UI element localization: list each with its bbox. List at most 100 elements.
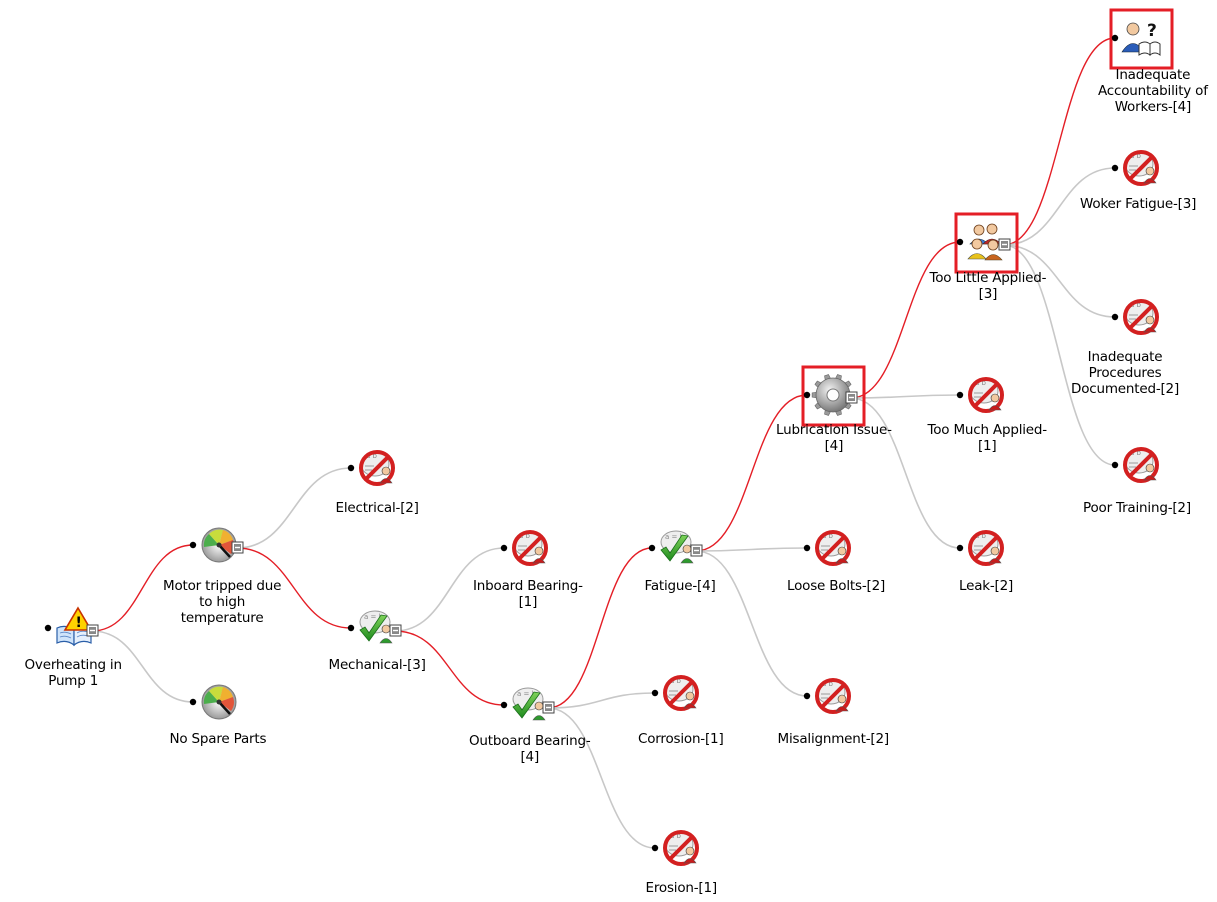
node-label-inboard[interactable]: Inboard Bearing- [1]: [473, 578, 583, 610]
connector-lubrication-leak: [850, 397, 961, 549]
collapse-toggle-icon[interactable]: [86, 624, 99, 637]
node-procedures[interactable]: a b: [1111, 299, 1159, 335]
connector-fatigue-misalign: [695, 550, 808, 697]
collapse-toggle-icon[interactable]: [542, 701, 555, 714]
connector-dot: [803, 692, 811, 700]
selection-box: [1109, 8, 1174, 70]
svg-text:a = b: a = b: [364, 613, 384, 621]
verified-cause-icon: a = b: [660, 530, 694, 564]
node-label-toomuch[interactable]: Too Much Applied- [1]: [927, 422, 1048, 454]
node-training[interactable]: a b: [1111, 447, 1159, 483]
connector-dot: [1111, 164, 1119, 172]
node-label-mechanical[interactable]: Mechanical-[3]: [328, 657, 426, 673]
connector-dot: [189, 541, 197, 549]
svg-text:a b: a b: [975, 532, 987, 540]
connector-dot: [1111, 461, 1119, 469]
node-motor[interactable]: [189, 527, 244, 563]
node-label-loose[interactable]: Loose Bolts-[2]: [787, 578, 886, 594]
node-erosion[interactable]: a b: [651, 830, 699, 866]
node-overheating[interactable]: !: [44, 606, 99, 647]
node-label-overheating[interactable]: Overheating in Pump 1: [24, 657, 123, 689]
node-label-toolittle[interactable]: Too Little Applied- [3]: [929, 270, 1047, 302]
node-lubrication[interactable]: [801, 365, 866, 427]
node-misalign[interactable]: a b: [803, 678, 851, 714]
node-toomuch[interactable]: a b: [956, 377, 1004, 413]
connector-motor-mechanical: [236, 547, 352, 629]
ruled-out-cause-icon: a b: [1123, 299, 1159, 335]
node-label-corrosion[interactable]: Corrosion-[1]: [638, 731, 724, 747]
collapse-toggle-icon[interactable]: [998, 238, 1011, 251]
node-spare[interactable]: [189, 684, 237, 720]
node-fatigue[interactable]: a = b: [648, 530, 703, 564]
node-label-motor[interactable]: Motor tripped due to high temperature: [163, 578, 282, 626]
node-label-accountability[interactable]: Inadequate Accountability of Workers-[4]: [1098, 67, 1208, 115]
ruled-out-cause-icon: a b: [359, 450, 395, 486]
ruled-out-cause-icon: a b: [968, 377, 1004, 413]
connector-dot: [500, 544, 508, 552]
node-toolittle[interactable]: [954, 212, 1019, 274]
selection-box: [801, 365, 866, 427]
verified-cause-icon: a = b: [512, 687, 546, 721]
collapse-toggle-icon[interactable]: [231, 541, 244, 554]
connector-overheating-motor: [91, 544, 194, 632]
node-mechanical[interactable]: a = b: [347, 610, 402, 644]
gear-icon: [811, 374, 855, 416]
collapse-toggle-icon[interactable]: [389, 624, 402, 637]
person-book-question-icon: ?: [1121, 21, 1161, 57]
node-label-training[interactable]: Poor Training-[2]: [1083, 500, 1191, 516]
connector-lubrication-toomuch: [850, 394, 961, 399]
ruled-out-cause-icon: a b: [512, 530, 548, 566]
collapse-toggle-icon[interactable]: [845, 391, 858, 404]
collapse-toggle-icon[interactable]: [690, 544, 703, 557]
connector-dot: [803, 391, 811, 399]
connector-overheating-spare: [91, 630, 194, 703]
node-label-procedures[interactable]: Inadequate Procedures Documented-[2]: [1071, 349, 1180, 397]
node-label-misalign[interactable]: Misalignment-[2]: [777, 731, 890, 747]
node-label-erosion[interactable]: Erosion-[1]: [645, 880, 718, 896]
connector-lubrication-toolittle: [850, 241, 961, 399]
connector-dot: [347, 624, 355, 632]
node-loose[interactable]: a b: [803, 530, 851, 566]
node-label-leak[interactable]: Leak-[2]: [959, 578, 1014, 594]
connector-toolittle-accountability: [1003, 37, 1116, 246]
svg-text:a b: a b: [822, 680, 834, 688]
node-wfatigue[interactable]: a b: [1111, 150, 1159, 186]
connector-dot: [956, 391, 964, 399]
svg-text:a b: a b: [975, 379, 987, 387]
node-label-electrical[interactable]: Electrical-[2]: [335, 500, 419, 516]
verified-cause-icon: a = b: [359, 610, 393, 644]
tree-connectors: [91, 37, 1116, 849]
connector-toolittle-training: [1003, 244, 1116, 466]
node-label-outboard[interactable]: Outboard Bearing- [4]: [469, 733, 591, 765]
node-leak[interactable]: a b: [956, 530, 1004, 566]
connector-toolittle-procedures: [1003, 244, 1116, 318]
connector-mechanical-inboard: [394, 547, 505, 632]
connector-fatigue-loose: [695, 547, 808, 552]
connector-dot: [44, 624, 52, 632]
connector-toolittle-wfatigue: [1003, 167, 1116, 246]
gauge-icon: [201, 527, 237, 563]
node-label-spare[interactable]: No Spare Parts: [169, 731, 267, 747]
node-electrical[interactable]: a b: [347, 450, 395, 486]
svg-text:!: !: [76, 615, 82, 631]
node-accountability[interactable]: ?: [1109, 8, 1174, 70]
connector-dot: [1111, 34, 1119, 42]
connector-outboard-fatigue: [547, 547, 653, 709]
connector-dot: [347, 464, 355, 472]
svg-text:a b: a b: [1130, 301, 1142, 309]
connector-dot: [956, 544, 964, 552]
node-label-wfatigue[interactable]: Woker Fatigue-[3]: [1080, 196, 1197, 212]
node-label-fatigue[interactable]: Fatigue-[4]: [644, 578, 716, 594]
node-inboard[interactable]: a b: [500, 530, 548, 566]
svg-text:a = b: a = b: [517, 690, 537, 698]
connector-motor-electrical: [236, 467, 352, 549]
svg-text:a b: a b: [670, 832, 682, 840]
ruled-out-cause-icon: a b: [1123, 150, 1159, 186]
connector-dot: [956, 238, 964, 246]
node-outboard[interactable]: a = b: [500, 687, 555, 721]
problem-book-warning-icon: !: [56, 606, 93, 647]
ruled-out-cause-icon: a b: [663, 675, 699, 711]
connector-dot: [651, 844, 659, 852]
node-corrosion[interactable]: a b: [651, 675, 699, 711]
node-label-lubrication[interactable]: Lubrication Issue- [4]: [776, 422, 892, 454]
